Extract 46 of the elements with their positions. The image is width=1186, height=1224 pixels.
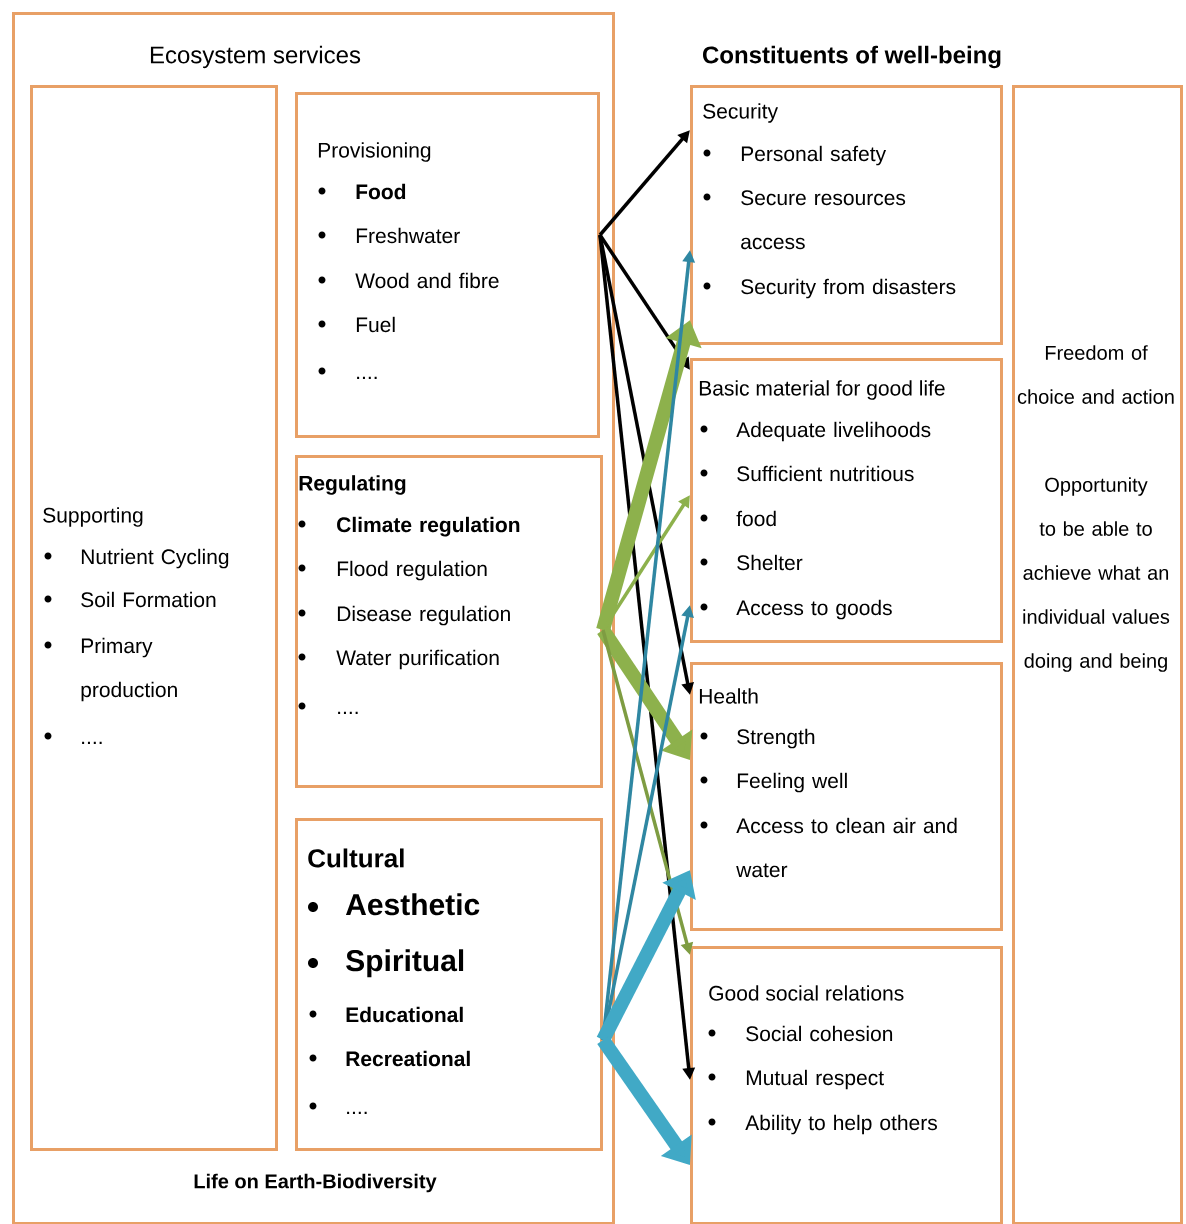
box-heading: Regulating bbox=[299, 475, 406, 495]
box-heading: Basic material for good life bbox=[699, 380, 945, 400]
box-text: Opportunity to be able to achieve what an individual values doing and being bbox=[1023, 477, 1170, 672]
list-item: Security from disasters bbox=[741, 278, 956, 299]
list-item: Educational bbox=[346, 1006, 463, 1023]
list-item: Soil Formation bbox=[81, 591, 216, 608]
box-heading: Health bbox=[699, 688, 758, 704]
list-item: Freshwater bbox=[356, 227, 460, 244]
list-item: Recreational bbox=[346, 1050, 470, 1067]
list-item: Primary production bbox=[81, 637, 177, 702]
list-item: Mutual respect bbox=[746, 1069, 884, 1090]
list-item: food bbox=[736, 510, 776, 527]
list-item: Adequate livelihoods bbox=[736, 421, 931, 442]
list-item: Personal safety bbox=[741, 145, 887, 166]
panel-heading: Ecosystem services bbox=[150, 45, 361, 69]
list-item: Access to clean air and water bbox=[736, 817, 957, 878]
list-item: Secure resources access bbox=[741, 190, 906, 250]
box-heading: Good social relations bbox=[709, 985, 904, 1001]
list-item: Disease regulation bbox=[337, 605, 510, 626]
box-heading: Supporting bbox=[43, 507, 143, 527]
list-item: Climate regulation bbox=[337, 516, 520, 537]
list-item: Nutrient Cycling bbox=[81, 548, 229, 569]
list-item: Ability to help others bbox=[745, 1114, 937, 1135]
box-heading: Cultural bbox=[308, 848, 404, 868]
list-item: Aesthetic bbox=[345, 893, 480, 916]
list-item: .... bbox=[82, 741, 102, 744]
list-item: Food bbox=[356, 183, 406, 200]
list-item: Water purification bbox=[336, 649, 499, 670]
box-heading: Security bbox=[703, 103, 778, 123]
list-item: Feeling well bbox=[737, 772, 847, 793]
list-item: Wood and fibre bbox=[355, 272, 499, 289]
list-item: .... bbox=[357, 376, 377, 379]
list-item: Flood regulation bbox=[337, 560, 487, 581]
panel-footer: Life on Earth-Biodiversity bbox=[194, 1173, 437, 1193]
list-item: Access to goods bbox=[736, 599, 892, 620]
list-item: .... bbox=[347, 1111, 367, 1114]
list-item: Spiritual bbox=[346, 949, 464, 978]
list-item: Strength bbox=[737, 728, 815, 749]
list-item: Shelter bbox=[737, 554, 803, 571]
box-heading: Provisioning bbox=[318, 142, 431, 162]
column-heading: Constituents of well-being bbox=[703, 45, 1001, 69]
list-item: Sufficient nutritious bbox=[737, 465, 914, 482]
list-item: Fuel bbox=[356, 316, 395, 333]
box-text: Freedom of choice and action bbox=[1017, 345, 1174, 404]
list-item: Social cohesion bbox=[746, 1025, 893, 1042]
list-item: .... bbox=[338, 711, 358, 714]
